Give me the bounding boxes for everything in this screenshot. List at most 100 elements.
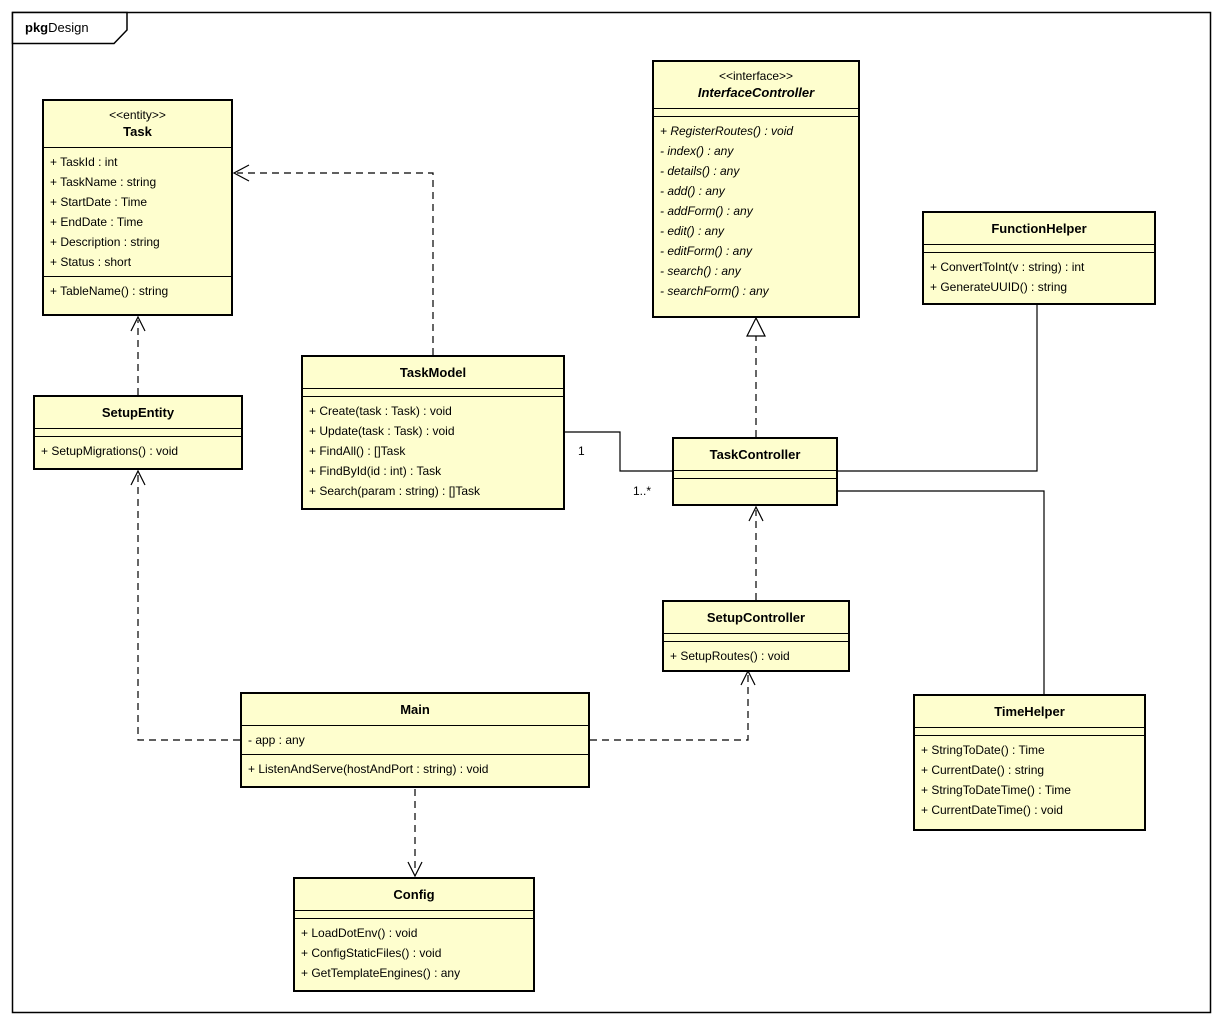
operations-compartment: [674, 478, 836, 504]
frame-kind: pkg: [25, 20, 49, 35]
attributes-compartment: [915, 727, 1144, 735]
class-header: TaskModel: [303, 357, 563, 388]
dependency-main-setupcontroller: [590, 669, 756, 741]
class-header: Config: [295, 879, 533, 910]
member: - app : any: [248, 733, 305, 747]
member: - index() : any: [660, 144, 734, 158]
association-taskcontroller-functionhelper: [838, 305, 1038, 472]
class-name: TaskModel: [399, 365, 467, 380]
attributes-compartment: - app : any: [242, 725, 588, 754]
member: - edit() : any: [660, 224, 725, 238]
dependency-setupentity-task: [130, 315, 146, 395]
class-header: SetupController: [664, 602, 848, 633]
class-header: Main: [242, 694, 588, 725]
member: + CurrentDateTime() : void: [921, 803, 1063, 817]
association-taskcontroller-timehelper: [838, 490, 1045, 694]
operations-compartment: + ConvertToInt(v : string) : int + Genera…: [924, 252, 1154, 303]
class-header: TaskController: [674, 439, 836, 470]
member: + GenerateUUID() : string: [930, 280, 1068, 294]
class-name: Main: [400, 702, 430, 717]
frame-name: Design: [48, 20, 89, 35]
member: + Status : short: [50, 255, 132, 269]
member: + CurrentDate() : string: [921, 763, 1045, 777]
member: + TaskId : int: [50, 155, 118, 169]
member: + TaskName : string: [50, 175, 157, 189]
class-functionhelper: FunctionHelper + ConvertToInt(v : string…: [922, 211, 1156, 305]
operations-compartment: + TableName() : string: [44, 276, 231, 314]
member: + RegisterRoutes() : void: [660, 124, 794, 138]
member: + LoadDotEnv() : void: [301, 926, 418, 940]
class-taskcontroller: TaskController: [672, 437, 838, 506]
member: + ConvertToInt(v : string) : int: [930, 260, 1085, 274]
attributes-compartment: [295, 910, 533, 918]
member: - addForm() : any: [660, 204, 753, 218]
class-name: Config: [393, 887, 435, 902]
member: + FindById(id : int) : Task: [309, 464, 442, 478]
operations-compartment: + RegisterRoutes() : void - index() : any…: [654, 116, 858, 316]
member: + StartDate : Time: [50, 195, 148, 209]
attributes-compartment: [303, 388, 563, 396]
member: + ConfigStaticFiles() : void: [301, 946, 442, 960]
class-config: Config + LoadDotEnv() : void + ConfigStat…: [293, 877, 535, 992]
class-name: TaskController: [709, 447, 801, 462]
member: + Create(task : Task) : void: [309, 404, 452, 418]
dependency-taskmodel-task: [232, 164, 434, 355]
class-name: Task: [123, 124, 152, 139]
dependency-main-config: [407, 789, 423, 878]
class-setupcontroller: SetupController + SetupRoutes() : void: [662, 600, 850, 672]
member: - details() : any: [660, 164, 740, 178]
multiplicity-taskmodel-end: 1: [578, 444, 585, 458]
member: + FindAll() : []Task: [309, 444, 406, 458]
class-task: <<entity>> Task + TaskId : int + TaskName…: [42, 99, 233, 316]
operations-compartment: + SetupMigrations() : void: [35, 436, 241, 468]
member: - searchForm() : any: [660, 284, 769, 298]
member: + Search(param : string) : []Task: [309, 484, 481, 498]
operations-compartment: + SetupRoutes() : void: [664, 641, 848, 670]
stereotype: <<entity>>: [109, 108, 166, 122]
member: + StringToDate() : Time: [921, 743, 1045, 757]
attributes-compartment: [664, 633, 848, 641]
class-name: SetupController: [706, 610, 806, 625]
member: + EndDate : Time: [50, 215, 144, 229]
member: + Description : string: [50, 235, 160, 249]
attributes-compartment: + TaskId : int + TaskName : string + Start…: [44, 147, 231, 276]
member: - search() : any: [660, 264, 741, 278]
member: - editForm() : any: [660, 244, 753, 258]
attributes-compartment: [654, 108, 858, 116]
frame-title: pkgDesign: [25, 17, 89, 39]
member: + SetupRoutes() : void: [670, 649, 790, 663]
class-name: InterfaceController: [697, 85, 815, 100]
member: - add() : any: [660, 184, 725, 198]
class-name: FunctionHelper: [991, 221, 1087, 236]
stereotype: <<interface>>: [718, 69, 794, 83]
attributes-compartment: [674, 470, 836, 478]
operations-compartment: + StringToDate() : Time + CurrentDate() :…: [915, 735, 1144, 829]
member: + ListenAndServe(hostAndPort : string) :…: [248, 762, 489, 776]
class-timehelper: TimeHelper + StringToDate() : Time + Curr…: [913, 694, 1146, 831]
class-interfacecontroller: <<interface>> InterfaceController + Regi…: [652, 60, 860, 318]
dependency-main-setupentity: [130, 469, 240, 741]
class-header: TimeHelper: [915, 696, 1144, 727]
class-name: TimeHelper: [994, 704, 1065, 719]
member: + GetTemplateEngines() : any: [301, 966, 461, 980]
class-header: <<entity>> Task: [44, 101, 231, 147]
operations-compartment: + ListenAndServe(hostAndPort : string) :…: [242, 754, 588, 786]
attributes-compartment: [35, 428, 241, 436]
operations-compartment: + Create(task : Task) : void + Update(tas…: [303, 396, 563, 508]
multiplicity-taskcontroller-end: 1..*: [633, 484, 652, 498]
operations-compartment: + LoadDotEnv() : void + ConfigStaticFiles…: [295, 918, 533, 990]
class-taskmodel: TaskModel + Create(task : Task) : void+ …: [301, 355, 565, 510]
class-main: Main - app : any + ListenAndServe(hostAn…: [240, 692, 590, 788]
dependency-setupcontroller-taskcontroller: [748, 505, 764, 600]
member: + SetupMigrations() : void: [41, 444, 179, 458]
class-setupentity: SetupEntity + SetupMigrations() : void: [33, 395, 243, 470]
class-name: SetupEntity: [101, 405, 175, 420]
class-header: FunctionHelper: [924, 213, 1154, 244]
class-header: <<interface>> InterfaceController: [654, 62, 858, 108]
attributes-compartment: [924, 244, 1154, 252]
class-header: SetupEntity: [35, 397, 241, 428]
member: + Update(task : Task) : void: [309, 424, 455, 438]
member: + StringToDateTime() : Time: [921, 783, 1071, 797]
member: + TableName() : string: [50, 284, 169, 298]
